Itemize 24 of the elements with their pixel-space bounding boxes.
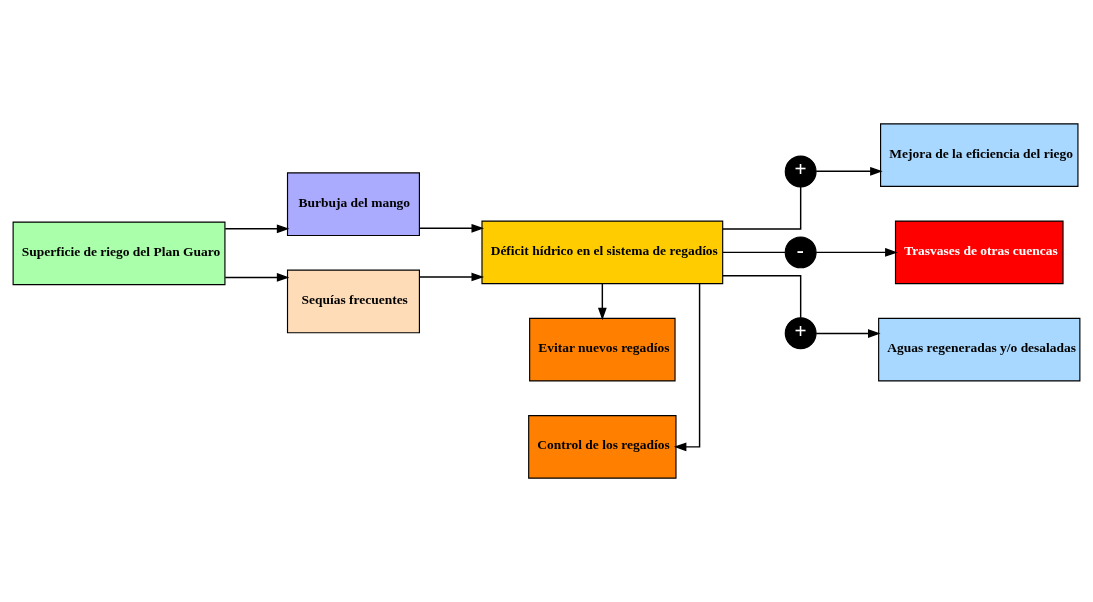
connector: [722, 251, 786, 254]
arrow: [224, 224, 290, 234]
node-circle: +: [784, 155, 817, 188]
node-box: Aguas regeneradas y/o desaladas: [878, 317, 1081, 382]
node-circle: +: [784, 317, 817, 350]
node-box: Mejora de la eficiencia del riego: [880, 123, 1079, 187]
node-box: Déficit hídrico en el sistema de regadíos: [481, 220, 724, 285]
arrow: [815, 166, 883, 176]
arrow: [418, 272, 484, 282]
arrow: [815, 248, 898, 257]
arrow: [815, 329, 881, 338]
node-box: Superficie de riego del Plan Guaro: [12, 221, 226, 286]
node-box: Burbuja del mango: [286, 172, 420, 237]
node-box: Control de los regadíos: [528, 415, 677, 479]
node-circle: -: [784, 236, 817, 269]
node-box: Evitar nuevos regadíos: [529, 317, 676, 382]
node-box: Trasvases de otras cuencas: [894, 220, 1064, 285]
arrow: [224, 273, 290, 282]
connector: [722, 186, 802, 230]
arrow: [673, 283, 701, 452]
arrow: [597, 282, 607, 321]
arrow: [418, 223, 484, 233]
node-box: Sequías frecuentes: [286, 269, 420, 334]
connector: [722, 275, 802, 319]
